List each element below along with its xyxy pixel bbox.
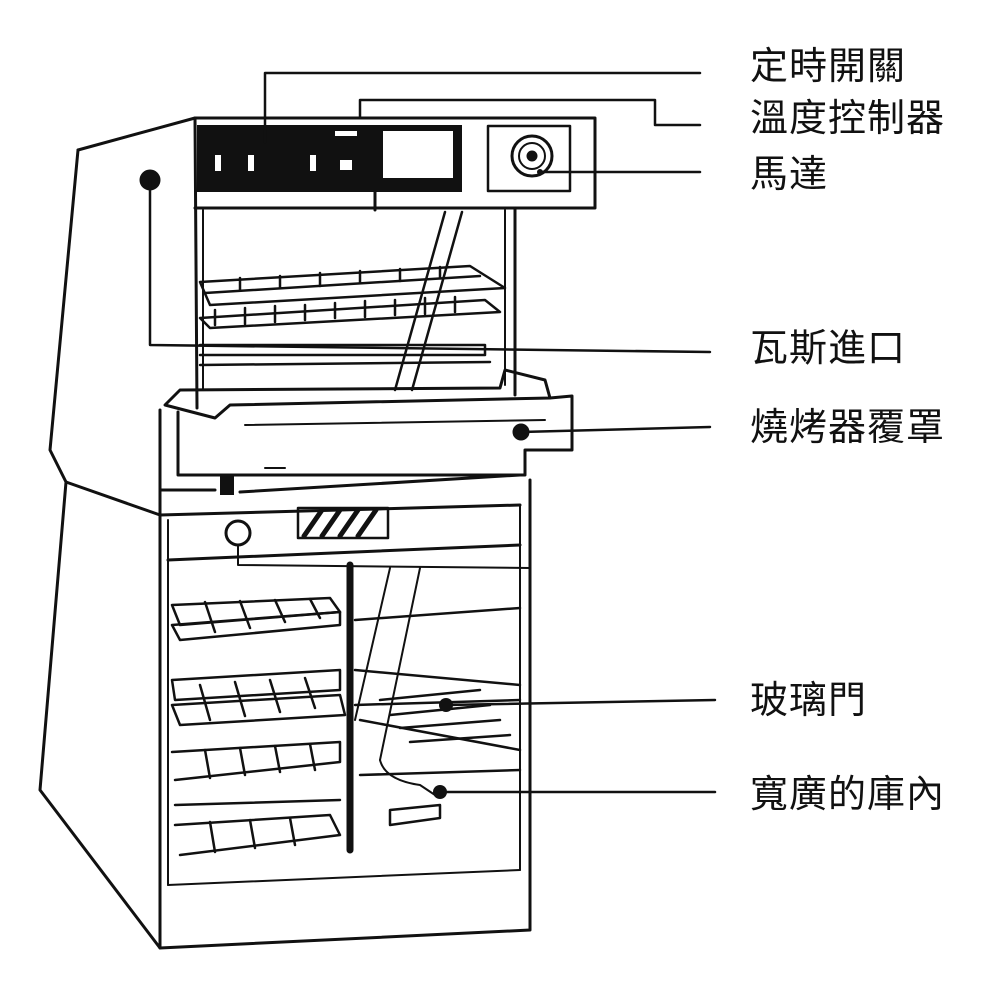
label-timer-switch: 定時開關 [750, 44, 907, 88]
lower-cabinet [38, 478, 532, 950]
grill-cover-leader [519, 425, 712, 434]
label-glass-door: 玻璃門 [750, 678, 868, 722]
label-gas-inlet: 瓦斯進口 [750, 326, 907, 370]
glass-door [346, 561, 436, 854]
label-grill-cover: 燒烤器覆罩 [750, 405, 946, 449]
upper-racks [198, 210, 507, 392]
label-motor: 馬達 [750, 152, 829, 196]
lower-shelves [170, 596, 522, 857]
gas-inlet-leader [148, 178, 712, 354]
motor-icon [510, 134, 554, 178]
control-panel [197, 124, 572, 212]
grill-cover [158, 368, 574, 517]
timer-switch-leader [263, 71, 702, 144]
label-temp-controller: 溫度控制器 [750, 96, 946, 140]
label-spacious-interior: 寬廣的庫內 [750, 772, 946, 816]
temp-controller-leader [358, 98, 702, 127]
leader-lines [148, 71, 717, 799]
upper-cabinet [48, 116, 597, 517]
glass-door-leader [444, 698, 717, 707]
